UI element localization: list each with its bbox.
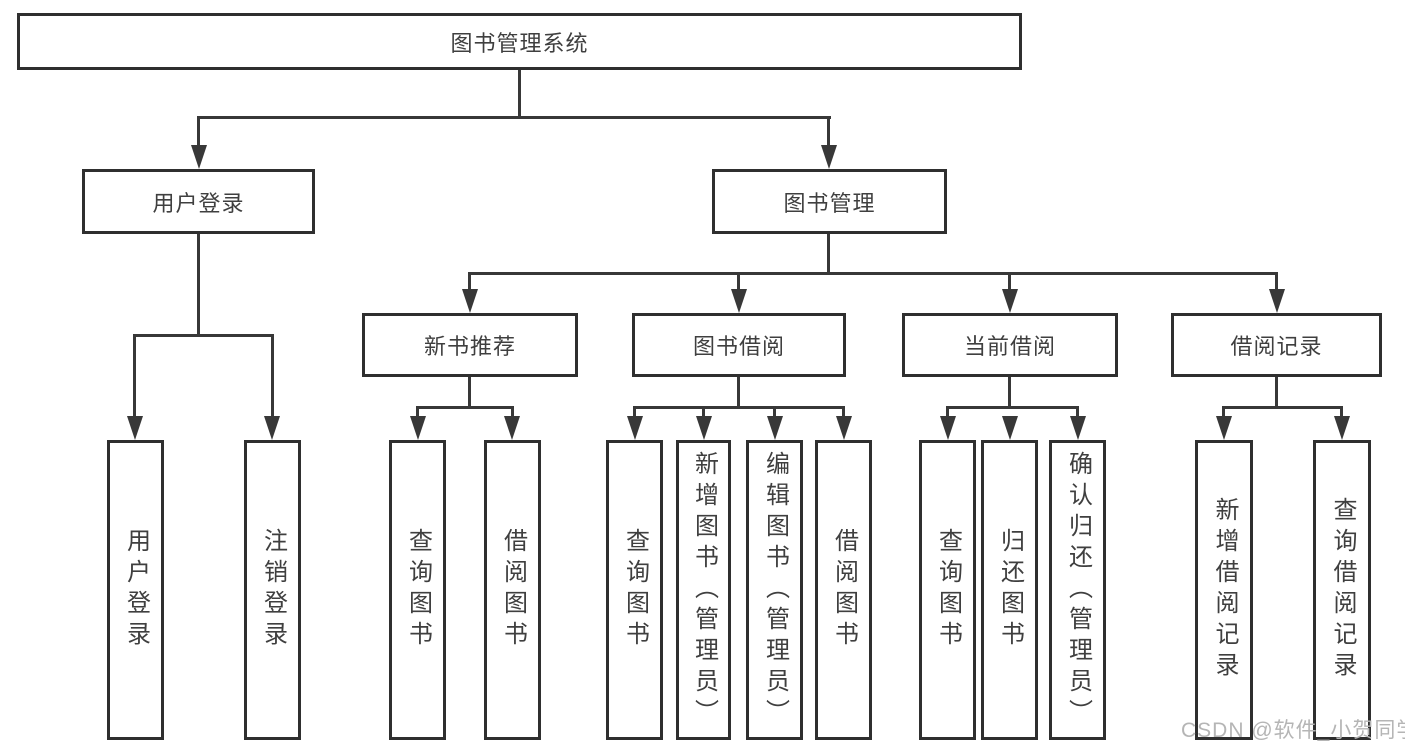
- connector-line: [416, 406, 514, 409]
- node-book-management: 图书管理: [712, 169, 947, 234]
- arrow-down-icon: [696, 416, 712, 440]
- leaf-query-books-recommend: 查询图书: [389, 440, 446, 740]
- leaf-borrow-books: 借阅图书: [815, 440, 872, 740]
- leaf-query-borrow-record: 查询借阅记录: [1313, 440, 1371, 740]
- node-borrowing-records: 借阅记录: [1171, 313, 1382, 377]
- arrow-down-icon: [1002, 416, 1018, 440]
- connector-line: [633, 406, 636, 420]
- connector-line: [197, 116, 831, 119]
- watermark: CSDN @软件_小贺同学: [1181, 719, 1405, 742]
- leaf-confirm-return-admin: 确认归还（管理员）: [1049, 440, 1106, 740]
- connector-line: [1222, 406, 1343, 409]
- arrow-down-icon: [627, 416, 643, 440]
- arrow-down-icon: [821, 145, 837, 169]
- arrow-down-icon: [767, 416, 783, 440]
- connector-line: [1008, 377, 1011, 409]
- connector-line: [1275, 377, 1278, 409]
- node-current-borrowing: 当前借阅: [902, 313, 1118, 377]
- connector-line: [511, 406, 514, 420]
- connector-line: [197, 116, 200, 149]
- arrow-down-icon: [264, 416, 280, 440]
- leaf-add-books-admin: 新增图书（管理员）: [676, 440, 731, 740]
- connector-line: [518, 69, 521, 118]
- connector-line: [1340, 406, 1343, 420]
- connector-line: [416, 406, 419, 420]
- connector-line: [197, 234, 200, 337]
- connector-line: [1008, 272, 1011, 293]
- arrow-down-icon: [410, 416, 426, 440]
- connector-line: [1222, 406, 1225, 420]
- node-user-login: 用户登录: [82, 169, 315, 234]
- connector-line: [737, 377, 740, 409]
- root-node: 图书管理系统: [17, 13, 1022, 70]
- connector-line: [773, 406, 776, 420]
- connector-line: [468, 272, 1278, 275]
- leaf-logout: 注销登录: [244, 440, 301, 740]
- connector-line: [946, 406, 1079, 409]
- connector-line: [702, 406, 705, 420]
- connector-line: [271, 334, 274, 420]
- node-book-borrowing: 图书借阅: [632, 313, 846, 377]
- connector-line: [946, 406, 949, 420]
- arrow-down-icon: [940, 416, 956, 440]
- arrow-down-icon: [731, 289, 747, 313]
- connector-line: [842, 406, 845, 420]
- leaf-edit-books-admin: 编辑图书（管理员）: [746, 440, 803, 740]
- connector-line: [1076, 406, 1079, 420]
- connector-line: [827, 234, 830, 275]
- connector-line: [468, 272, 471, 293]
- arrow-down-icon: [462, 289, 478, 313]
- connector-line: [827, 116, 830, 149]
- leaf-borrow-books-recommend: 借阅图书: [484, 440, 541, 740]
- arrow-down-icon: [191, 145, 207, 169]
- leaf-query-books-current: 查询图书: [919, 440, 976, 740]
- connector-line: [737, 272, 740, 293]
- arrow-down-icon: [1269, 289, 1285, 313]
- leaf-user-login: 用户登录: [107, 440, 164, 740]
- node-new-book-recommend: 新书推荐: [362, 313, 578, 377]
- arrow-down-icon: [1216, 416, 1232, 440]
- arrow-down-icon: [1070, 416, 1086, 440]
- connector-line: [133, 334, 136, 420]
- leaf-add-borrow-record: 新增借阅记录: [1195, 440, 1253, 740]
- connector-line: [633, 406, 845, 409]
- connector-line: [1275, 272, 1278, 293]
- connector-line: [468, 377, 471, 409]
- arrow-down-icon: [836, 416, 852, 440]
- arrow-down-icon: [127, 416, 143, 440]
- arrow-down-icon: [1334, 416, 1350, 440]
- leaf-return-books: 归还图书: [981, 440, 1038, 740]
- arrow-down-icon: [504, 416, 520, 440]
- connector-line: [133, 334, 274, 337]
- arrow-down-icon: [1002, 289, 1018, 313]
- leaf-query-books-borrowing: 查询图书: [606, 440, 663, 740]
